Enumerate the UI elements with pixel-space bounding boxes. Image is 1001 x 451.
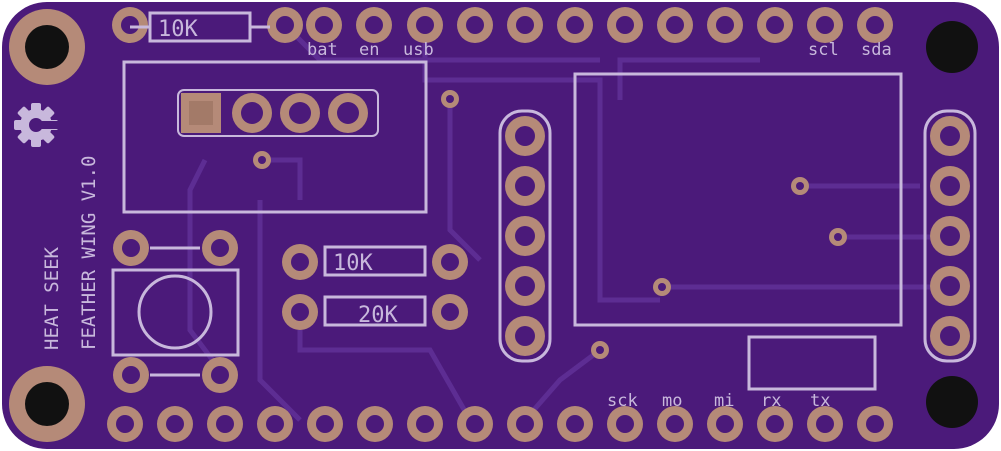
label-rx: rx (761, 391, 781, 411)
resistor-r1: 10K (130, 11, 270, 43)
label-bat: bat (307, 40, 338, 60)
tactile-switch-icon (111, 230, 240, 393)
sensor-header-4pin (177, 89, 379, 137)
sensor-footprint-outline (573, 72, 903, 327)
label-mo: mo (662, 391, 682, 411)
header-top (112, 7, 893, 43)
board-title: HEAT SEEK (41, 246, 63, 350)
resistor-r2-value: 10K (333, 251, 373, 276)
label-sda: sda (861, 40, 892, 60)
gear-logo-icon (14, 103, 60, 147)
label-scl: scl (808, 40, 839, 60)
header-right-5pin (923, 109, 977, 363)
header-bottom (107, 406, 893, 442)
label-en: en (359, 40, 379, 60)
label-tx: tx (810, 391, 830, 411)
resistor-r2: 10K (282, 244, 468, 280)
board-version: FEATHER WING V1.0 (78, 156, 100, 350)
mount-hole-top-right (926, 21, 978, 73)
vias (253, 90, 847, 359)
label-sck: sck (607, 391, 638, 411)
component-outline-small (747, 335, 877, 391)
resistor-r1-value: 10K (158, 17, 198, 42)
mount-hole-bottom-right (926, 376, 978, 428)
mounting-holes (9, 9, 978, 442)
sensor-module-outline (122, 60, 428, 214)
header-middle-5pin (498, 109, 552, 363)
traces (187, 23, 930, 422)
label-usb: usb (403, 40, 434, 60)
resistor-r3: 20K (282, 294, 468, 330)
label-mi: mi (714, 391, 734, 411)
resistor-r3-value: 20K (358, 303, 398, 328)
